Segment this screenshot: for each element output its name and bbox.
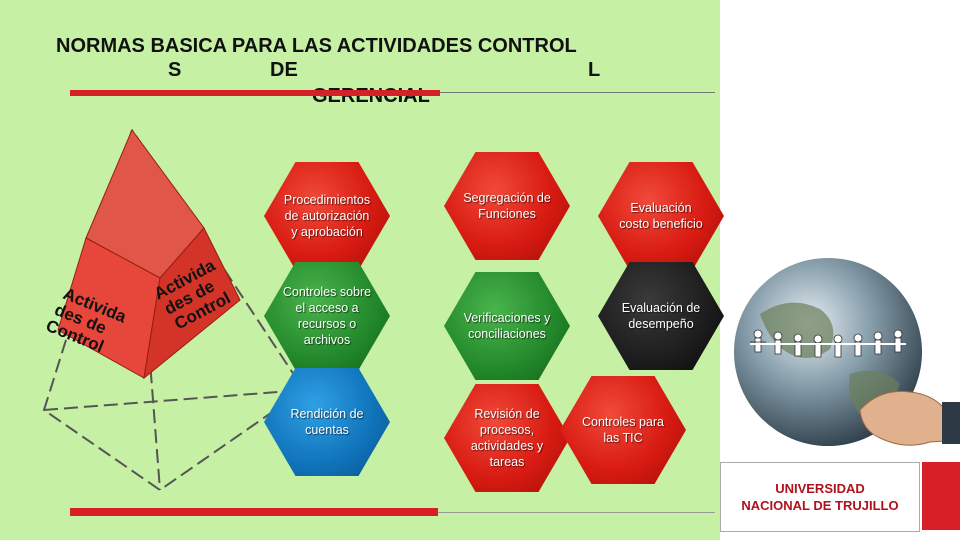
title-line-1: NORMAS BASICA PARA LAS ACTIVIDADES CONTR… <box>56 34 577 58</box>
university-line-1: UNIVERSIDAD <box>775 480 865 497</box>
title-fragment-l: L <box>588 58 600 82</box>
hex-label: Segregación de Funciones <box>444 190 570 222</box>
hex-label: Controles sobre el acceso a recursos o a… <box>264 284 390 348</box>
red-accent-bar-top <box>70 90 440 96</box>
title-line-3: GERENCIAL <box>312 84 430 108</box>
hex-label: Procedimientos de autorización y aprobac… <box>264 192 390 240</box>
university-label-box: UNIVERSIDAD NACIONAL DE TRUJILLO <box>720 462 920 532</box>
hex-label: Revisión de procesos, actividades y tare… <box>444 406 570 470</box>
hex-label: Evaluación de desempeño <box>598 300 724 332</box>
hex-label: Evaluación costo beneficio <box>598 200 724 232</box>
hand-graphic <box>850 380 960 450</box>
hex-label: Verificaciones y conciliaciones <box>444 310 570 342</box>
hex-label: Controles para las TIC <box>560 414 686 446</box>
university-line-2: NACIONAL DE TRUJILLO <box>741 497 898 514</box>
title-fragment-s: S <box>168 58 181 82</box>
title-fragment-de: DE <box>270 58 298 82</box>
hex-label: Rendición de cuentas <box>264 406 390 438</box>
divider-bottom <box>438 512 715 513</box>
university-red-accent <box>922 462 960 530</box>
divider-top <box>440 92 715 93</box>
red-accent-bar-bottom <box>70 508 438 516</box>
